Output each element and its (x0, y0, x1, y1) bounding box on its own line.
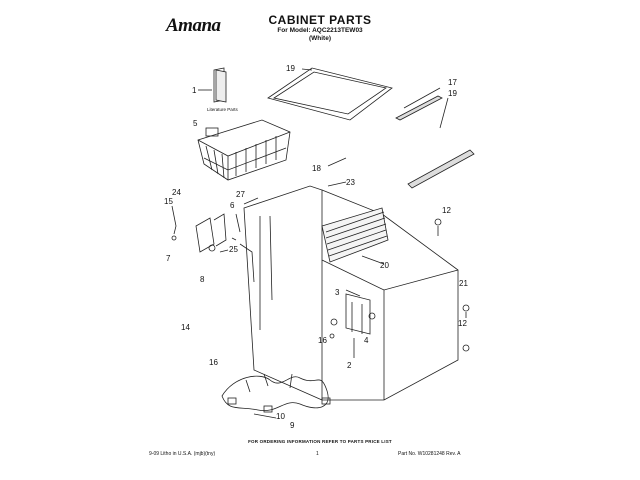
hinge-parts-drawing (171, 197, 259, 283)
callout-18: 18 (312, 164, 321, 173)
callout-21: 21 (459, 279, 468, 288)
callout-19-right: 19 (448, 89, 457, 98)
lid-trim-top-drawing (267, 67, 393, 121)
callout-6: 6 (230, 201, 235, 210)
model-line: For Model: AQC2213TEW03 (277, 27, 363, 34)
arrow-18 (327, 157, 347, 167)
color-line: (White) (308, 35, 332, 42)
cabinet-body-drawing (243, 185, 459, 401)
ordering-note: FOR ORDERING INFORMATION REFER TO PARTS … (248, 439, 392, 444)
callout-23: 23 (346, 178, 355, 187)
callout-25: 25 (229, 245, 238, 254)
callout-27: 27 (236, 190, 245, 199)
page-title-block: CABINET PARTS For Model: AQC2213TEW03 (W… (0, 13, 640, 43)
amana-logo: Amana (166, 15, 221, 36)
litho-info: 9-09 Litho in U.S.A. (mjb)(tny) (149, 451, 216, 457)
literature-parts-drawing (198, 67, 227, 103)
callout-19-top: 19 (286, 64, 295, 73)
callout-12-top: 12 (442, 206, 451, 215)
callout-10: 10 (276, 412, 285, 421)
callout-17: 17 (448, 78, 457, 87)
part-number: Part No. W10281248 Rev. A (398, 451, 461, 457)
callout-12-bottom: 12 (458, 319, 467, 328)
callout-2: 2 (347, 361, 352, 370)
callout-24: 24 (172, 188, 181, 197)
callout-9: 9 (290, 421, 295, 430)
callout-14: 14 (181, 323, 190, 332)
trim-bar-right-drawing (395, 87, 475, 189)
liner-panel-drawing (321, 207, 389, 265)
basket-drawing (197, 119, 291, 181)
arrow-23 (327, 181, 347, 187)
callout-8: 8 (200, 275, 205, 284)
page-title: CABINET PARTS (268, 13, 372, 27)
callout-1: 1 (192, 86, 197, 95)
callout-5: 5 (193, 119, 198, 128)
literature-parts-label: Literature Parts (207, 107, 239, 112)
page-number: 1 (316, 451, 319, 457)
callout-20: 20 (380, 261, 389, 270)
wire-harness-drawing (221, 373, 331, 419)
leveling-feet-drawing (434, 218, 470, 352)
callout-16-harness: 16 (209, 358, 218, 367)
callout-15: 15 (164, 197, 173, 206)
callout-3: 3 (335, 288, 340, 297)
callout-4: 4 (364, 336, 369, 345)
callout-7: 7 (166, 254, 171, 263)
callout-16-drain: 16 (318, 336, 327, 345)
drain-parts-drawing (329, 289, 376, 358)
